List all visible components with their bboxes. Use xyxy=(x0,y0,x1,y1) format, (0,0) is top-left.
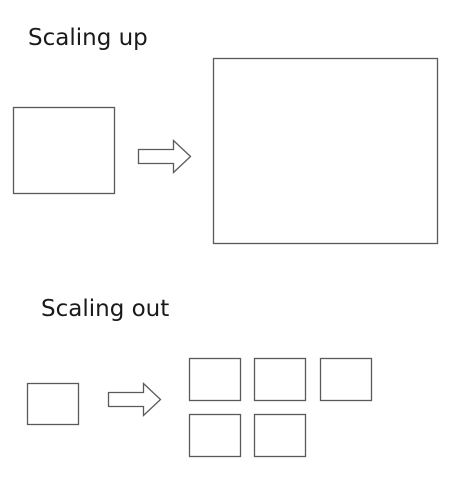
scaling-up-group xyxy=(12,57,439,245)
cluster-server-box xyxy=(188,357,242,402)
large-server-box xyxy=(212,57,439,245)
scaling-out-group xyxy=(26,357,373,458)
cluster-server-box xyxy=(319,357,373,402)
single-server-box xyxy=(26,382,80,426)
cluster-server-box xyxy=(188,413,242,458)
scale-up-arrow-icon xyxy=(137,138,192,175)
cluster-server-box xyxy=(253,357,307,402)
small-server-box xyxy=(12,106,116,195)
scaling-up-title: Scaling up xyxy=(28,25,148,51)
cluster-server-box xyxy=(253,413,307,458)
scaling-out-title: Scaling out xyxy=(41,296,170,322)
scale-out-arrow-icon xyxy=(107,381,162,418)
